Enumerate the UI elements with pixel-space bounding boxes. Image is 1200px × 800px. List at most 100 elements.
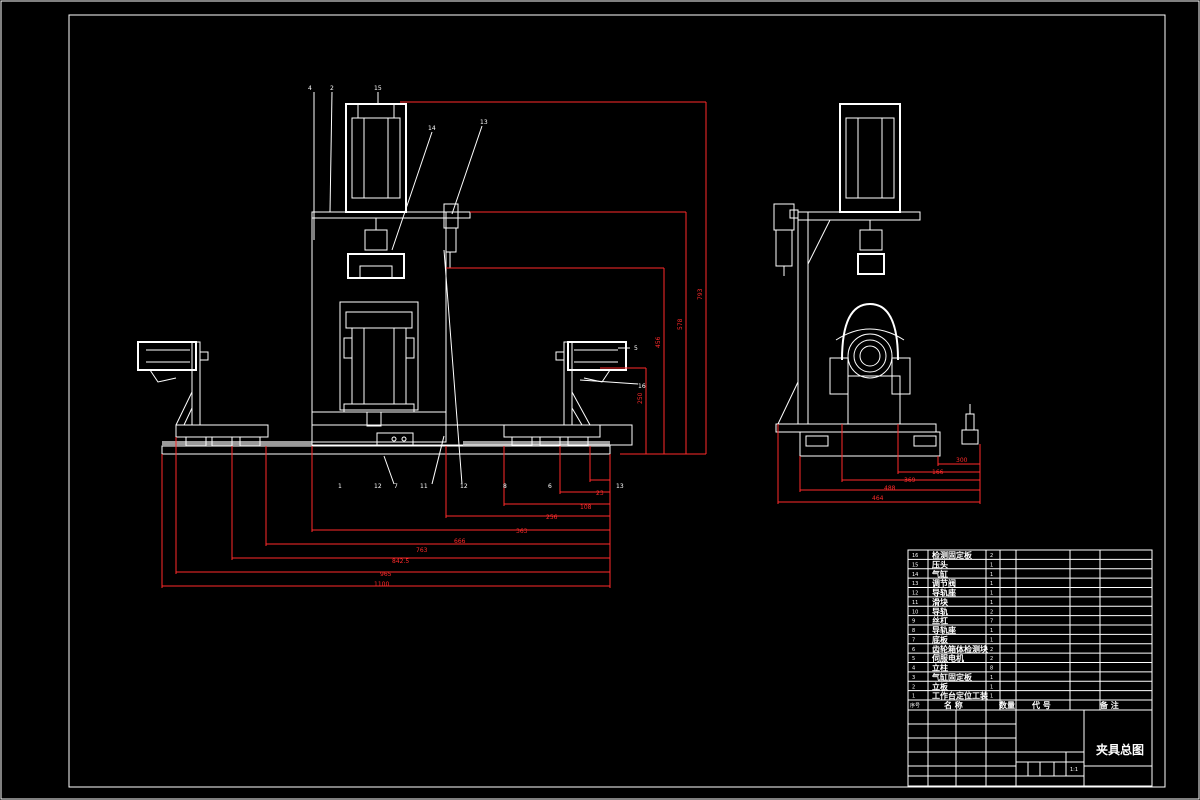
balloon-7: 7 — [394, 483, 398, 490]
rail-hatch-left — [162, 441, 312, 446]
base-block — [311, 424, 633, 446]
part-qty: 2 — [990, 647, 993, 653]
dim-578: 578 — [677, 318, 684, 330]
part-name: 导轨 — [932, 606, 948, 616]
base-rail — [161, 445, 611, 455]
header-seq: 序号 — [910, 702, 920, 709]
part-qty: 1 — [990, 628, 993, 634]
balloon-1: 1 — [338, 483, 342, 490]
part-name: 底板 — [931, 634, 949, 644]
part-qty: 8 — [990, 666, 993, 672]
dim-108: 108 — [580, 504, 592, 511]
part-qty: 2 — [990, 553, 993, 559]
drawing-scale: 1:1 — [1070, 767, 1078, 773]
part-name: 丝杠 — [932, 616, 948, 626]
part-number: 14 — [912, 572, 918, 578]
part-number: 16 — [912, 553, 918, 559]
dimensions — [161, 101, 981, 588]
dim-488: 488 — [884, 485, 896, 492]
dim-763: 763 — [416, 547, 428, 554]
part-name: 伺服电机 — [931, 653, 964, 663]
part-number: 11 — [912, 600, 918, 606]
dim-666: 666 — [454, 538, 466, 545]
part-qty: 2 — [990, 656, 993, 662]
dimension-labels: 793 578 456 250 23 108 256 363 666 763 8… — [374, 288, 968, 588]
balloon-12b: 12 — [460, 483, 468, 490]
dim-166: 166 — [932, 469, 944, 476]
balloon-16: 16 — [638, 383, 646, 390]
title-block: 夹具总图 1:1 — [907, 709, 1153, 787]
part-qty: 7 — [990, 619, 993, 625]
inner-frame — [68, 14, 1166, 788]
balloon-4: 4 — [308, 85, 312, 92]
dim-250: 250 — [637, 392, 644, 404]
dim-456: 456 — [655, 336, 662, 348]
balloon-2: 2 — [330, 85, 334, 92]
part-number: 13 — [912, 581, 918, 587]
part-name: 立板 — [932, 681, 949, 691]
dim-1100: 1100 — [374, 581, 389, 588]
header-remark: 备 注 — [1099, 700, 1119, 710]
part-name: 导轨座 — [932, 625, 956, 635]
part-number: 2 — [912, 684, 915, 690]
part-qty: 1 — [990, 591, 993, 597]
left-detection-station — [137, 341, 269, 447]
part-number: 6 — [912, 647, 915, 653]
side-column — [797, 211, 809, 425]
part-number: 7 — [912, 637, 915, 643]
dim-842-5: 842.5 — [392, 558, 409, 565]
balloon-labels: 4 2 15 14 13 5 16 1 12 7 11 12 8 6 13 — [308, 85, 646, 490]
balloon-11: 11 — [420, 483, 428, 490]
dim-300: 300 — [956, 457, 968, 464]
part-number: 8 — [912, 628, 915, 634]
part-name: 立柱 — [932, 663, 948, 673]
part-qty: 1 — [990, 581, 993, 587]
part-number: 15 — [912, 562, 918, 568]
header-qty: 数量 — [999, 700, 1015, 710]
balloon-13: 13 — [616, 483, 624, 490]
part-name: 压头 — [932, 559, 948, 569]
dim-256: 256 — [546, 514, 558, 521]
dim-23: 23 — [596, 490, 604, 497]
part-name: 齿轮箱体检测块 — [932, 644, 989, 654]
part-name: 检测固定板 — [932, 550, 973, 560]
right-detection-station — [503, 341, 627, 447]
balloon-14: 14 — [428, 125, 436, 132]
part-number: 10 — [912, 609, 918, 615]
part-number: 4 — [912, 666, 915, 672]
part-number: 1 — [912, 694, 915, 700]
balloon-8: 8 — [503, 483, 507, 490]
balloon-5: 5 — [634, 345, 638, 352]
part-name: 气缸固定板 — [931, 672, 973, 682]
part-qty: 1 — [990, 694, 993, 700]
balloon-12: 12 — [374, 483, 382, 490]
part-qty: 1 — [990, 684, 993, 690]
center-column — [311, 211, 447, 443]
balloon-6: 6 — [548, 483, 552, 490]
part-name: 调节阀 — [932, 578, 956, 588]
part-number: 3 — [912, 675, 915, 681]
gearbox-workpiece — [339, 301, 419, 411]
part-qty: 1 — [990, 572, 993, 578]
cylinder-body — [345, 103, 407, 213]
dim-965: 965 — [380, 571, 392, 578]
part-name: 滑块 — [932, 597, 949, 607]
left-servo-motor — [137, 341, 197, 371]
dim-464: 464 — [872, 495, 884, 502]
header-code: 代 号 — [1031, 700, 1051, 710]
front-view — [137, 91, 639, 485]
part-qty: 2 — [990, 609, 993, 615]
part-qty: 1 — [990, 637, 993, 643]
drawing-title: 夹具总图 — [1096, 742, 1144, 757]
part-qty: 1 — [990, 600, 993, 606]
gearbox-end-view — [829, 302, 911, 425]
part-number: 12 — [912, 591, 918, 597]
header-name: 名 称 — [944, 700, 963, 710]
part-number: 9 — [912, 619, 915, 625]
dim-363: 363 — [516, 528, 528, 535]
part-number: 5 — [912, 656, 915, 662]
balloon-15: 15 — [374, 85, 382, 92]
